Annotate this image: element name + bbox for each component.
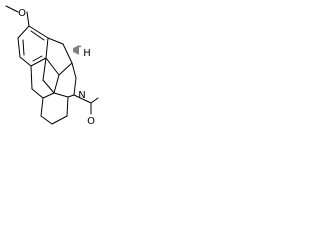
- methoxy-group: [5, 5, 30, 27]
- benzylic-bridge: [45, 37, 73, 76]
- hydrogen-label: H: [83, 48, 91, 59]
- stereo-hash-bond: [73, 45, 79, 55]
- nitrogen-label: N: [78, 90, 85, 101]
- ether-oxygen-label: O: [18, 8, 26, 19]
- amine-bridge: [67, 62, 99, 115]
- chemical-structure-diagram: O H '' N O: [5, 5, 99, 127]
- aromatic-ring: [17, 25, 49, 67]
- saturated-rings: [30, 57, 69, 125]
- stereo-mark-label: '': [78, 45, 82, 52]
- carbonyl-oxygen-label: O: [87, 116, 95, 127]
